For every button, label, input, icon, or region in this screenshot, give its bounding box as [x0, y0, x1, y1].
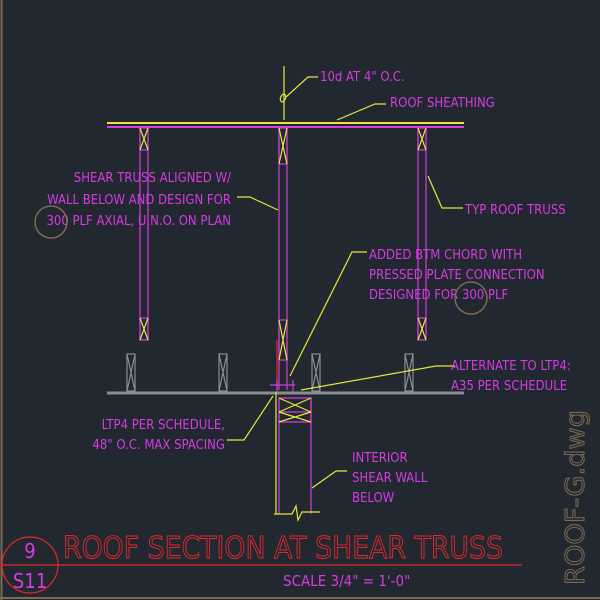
leader-lines — [227, 76, 463, 489]
note-ltp4-2: 48" O.C. MAX SPACING — [92, 438, 225, 453]
note-btm-chord-1: ADDED BTM CHORD WITH — [369, 248, 522, 263]
note-shear-truss-3: 300 PLF AXIAL, U.N.O. ON PLAN — [46, 214, 231, 229]
drawing-scale: SCALE 3/4" = 1'-0" — [283, 572, 410, 590]
drawing-title: ROOF SECTION AT SHEAR TRUSS — [63, 531, 503, 566]
note-shear-truss-2: WALL BELOW AND DESIGN FOR — [47, 193, 231, 208]
note-typ-roof-truss: TYP ROOF TRUSS — [464, 203, 566, 218]
note-alternate-1: ALTERNATE TO LTP4: — [451, 359, 571, 374]
markup-circle — [34, 205, 68, 239]
ceiling-joists — [107, 353, 464, 395]
note-shear-wall-3: BELOW — [352, 491, 395, 506]
note-shear-truss-1: SHEAR TRUSS ALIGNED W/ — [74, 171, 231, 186]
file-name: ROOF-G.dwg — [561, 410, 591, 585]
nail-icon — [279, 66, 287, 120]
detail-number: 9 — [24, 539, 35, 563]
shear-wall — [270, 380, 320, 522]
left-truss — [139, 127, 149, 341]
note-roof-sheathing: ROOF SHEATHING — [390, 96, 495, 111]
markup-circle — [454, 281, 488, 315]
note-btm-chord-2: PRESSED PLATE CONNECTION — [369, 268, 545, 283]
shear-truss — [276, 127, 288, 390]
right-truss — [417, 127, 427, 341]
note-shear-wall-1: INTERIOR — [352, 451, 408, 466]
sheet-number: S11 — [13, 569, 47, 593]
note-ltp4-1: LTP4 PER SCHEDULE, — [102, 418, 225, 433]
roof-sheathing — [107, 122, 464, 128]
note-shear-wall-2: SHEAR WALL — [352, 471, 428, 486]
note-alternate-2: A35 PER SCHEDULE — [451, 379, 567, 394]
note-btm-chord-3: DESIGNED FOR 300 PLF — [369, 288, 509, 303]
note-nailing: 10d AT 4" O.C. — [320, 70, 405, 85]
